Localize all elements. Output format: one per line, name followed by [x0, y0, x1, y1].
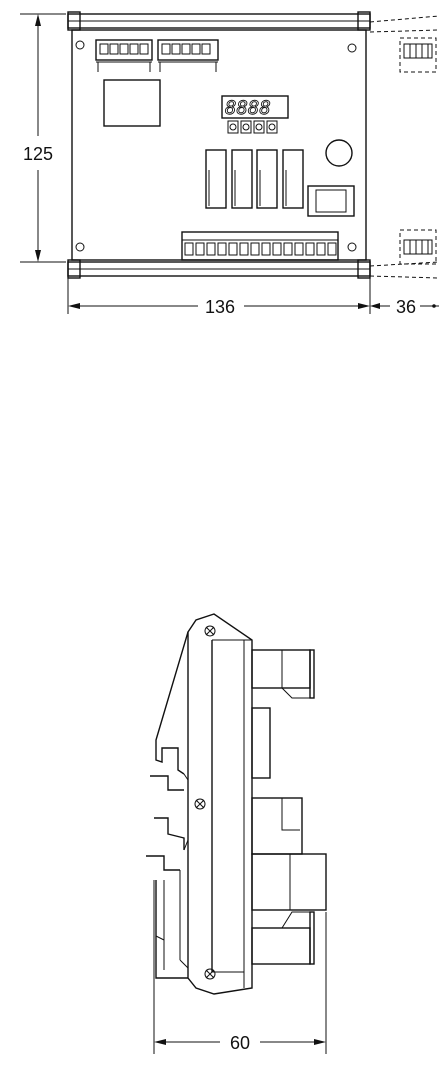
terminal-cell — [316, 242, 326, 256]
extension-label: 36 — [396, 297, 416, 317]
housing-front — [187, 613, 253, 995]
height-label: 125 — [23, 144, 53, 164]
top-view: 125 — [20, 11, 439, 317]
side-view: 60 — [146, 613, 327, 1054]
terminal-cell — [327, 242, 337, 256]
din-rail-top — [67, 11, 371, 31]
screw-top — [204, 625, 216, 637]
svg-text:8888: 8888 — [225, 97, 271, 119]
terminal-cell — [217, 242, 227, 256]
terminal-cell — [294, 242, 304, 256]
pcb-board — [71, 29, 367, 261]
right-connectors — [369, 15, 439, 279]
terminal-cell — [184, 242, 194, 256]
screw-middle — [194, 798, 206, 810]
height-dimension: 125 — [20, 13, 66, 263]
terminal-block-top-right — [157, 39, 219, 72]
depth-label: 60 — [230, 1033, 250, 1053]
terminal-cell — [195, 242, 205, 256]
terminal-cell — [228, 242, 238, 256]
side-connectors — [251, 649, 327, 965]
terminal-cell — [239, 242, 249, 256]
push-buttons — [227, 120, 278, 134]
terminal-cell — [250, 242, 260, 256]
screw-bottom — [204, 968, 216, 980]
buzzer — [325, 139, 353, 167]
width-dimension: 136 — [67, 278, 371, 317]
din-rail-bottom — [67, 259, 371, 279]
depth-dimension: 60 — [153, 880, 327, 1054]
mounting-hole — [75, 40, 85, 50]
terminal-block-bottom — [181, 231, 339, 261]
terminal-cell — [305, 242, 315, 256]
seven-segment-display: 8888 — [221, 95, 289, 119]
extension-dimension: 36 — [370, 297, 439, 317]
fuse-holder — [307, 185, 355, 217]
width-label: 136 — [205, 297, 235, 317]
terminal-cell — [206, 242, 216, 256]
transformer — [103, 79, 161, 127]
mounting-hole — [75, 242, 85, 252]
terminal-cell — [272, 242, 282, 256]
relays — [205, 149, 304, 209]
din-clip — [146, 631, 189, 979]
mounting-hole — [347, 43, 357, 53]
terminal-block-top-left — [95, 39, 153, 72]
mounting-hole — [347, 242, 357, 252]
terminal-cell — [261, 242, 271, 256]
terminal-cell — [283, 242, 293, 256]
